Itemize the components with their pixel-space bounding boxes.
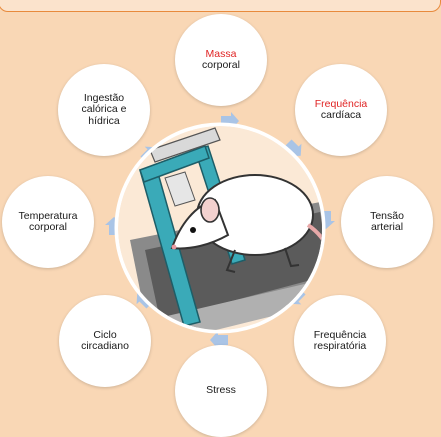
node-temperatura-corporal: Temperatura corporal xyxy=(2,176,94,268)
node-ciclo-circadiano: Ciclo circadiano xyxy=(59,295,151,387)
node-temperatura-line2: corporal xyxy=(29,222,67,234)
node-frequencia-cardiaca-rest: cardíaca xyxy=(321,110,361,122)
node-ciclo-line2: circadiano xyxy=(81,341,129,353)
node-stress-line1: Stress xyxy=(206,385,236,397)
node-massa-corporal: Massa corporal xyxy=(175,14,267,106)
node-tensao-line2: arterial xyxy=(371,222,403,234)
node-ingestao-line3: hídrica xyxy=(88,116,120,128)
node-tensao-arterial: Tensão arterial xyxy=(341,176,433,268)
node-frequencia-cardiaca: Frequência cardíaca xyxy=(295,64,387,156)
node-frequencia-respiratoria-line2: respiratória xyxy=(314,341,367,353)
node-stress: Stress xyxy=(175,345,267,437)
node-ingestao-calorica-hidrica: Ingestão calórica e hídrica xyxy=(58,64,150,156)
node-massa-rest: corporal xyxy=(202,60,240,72)
node-frequencia-respiratoria: Frequência respiratória xyxy=(294,295,386,387)
